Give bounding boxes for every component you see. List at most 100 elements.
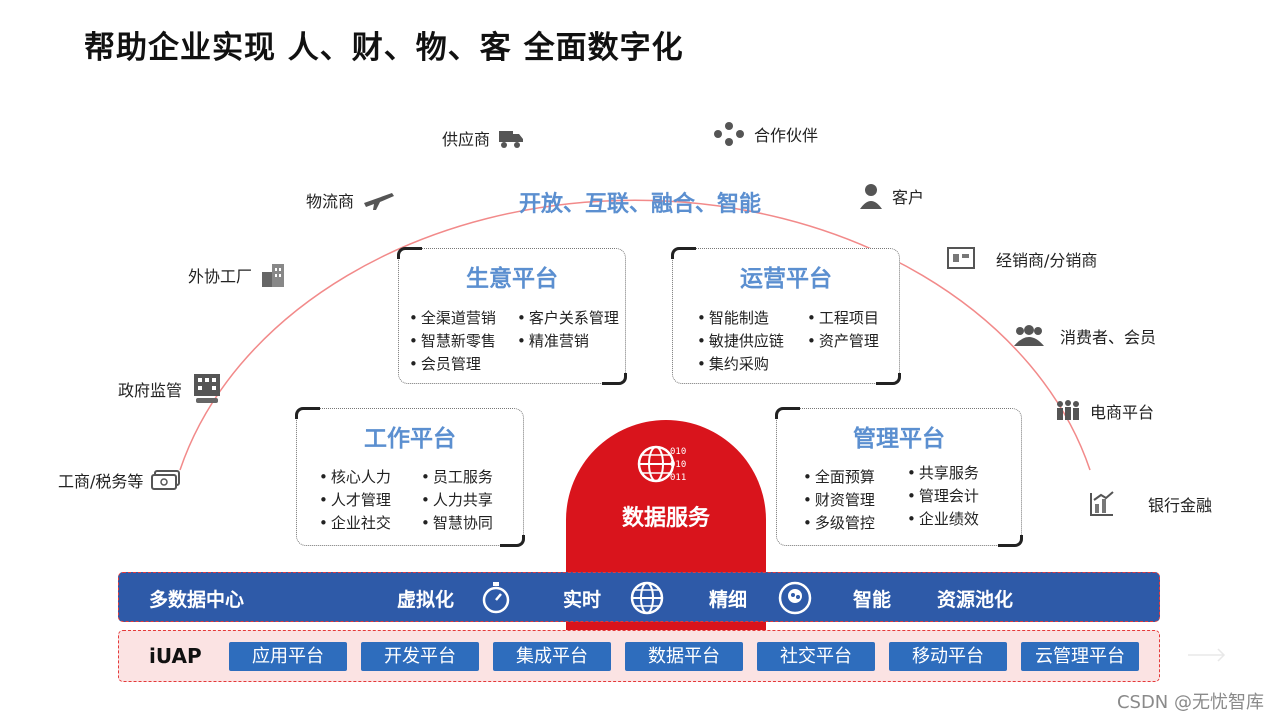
chip-social-platform: 社交平台: [757, 642, 875, 671]
feature-precise: 精细: [709, 589, 748, 611]
chart-icon: [1090, 491, 1114, 516]
list-item: 资产管理: [807, 330, 879, 353]
panel-title: 生意平台: [466, 266, 558, 292]
stakeholder-ecommerce: 电商平台: [1054, 398, 1154, 424]
stakeholder-label: 物流商: [306, 192, 355, 211]
list-item: 全面预算: [803, 466, 875, 489]
list-item: 管理会计: [907, 485, 979, 508]
list-item: 企业社交: [319, 512, 391, 535]
list-item: 人才管理: [319, 489, 391, 512]
stakeholder-dealer: 经销商/分销商: [946, 246, 1097, 272]
factory-icon: [262, 264, 285, 287]
stakeholder-label: 合作伙伴: [754, 126, 819, 145]
stakeholder-customer: 客户: [858, 182, 924, 210]
list-item: 全渠道营销: [409, 307, 496, 330]
stakeholder-logistics: 物流商: [306, 188, 396, 212]
svg-text:010: 010: [670, 460, 686, 470]
panel-list: 工程项目 资产管理: [807, 307, 879, 353]
panel-title: 运营平台: [740, 266, 832, 292]
slogan: 开放、互联、融合、智能: [518, 192, 761, 217]
iuap-label: iUAP: [149, 644, 202, 668]
list-item: 精准营销: [517, 330, 619, 353]
list-item: 智能制造: [697, 307, 784, 330]
stakeholder-label: 政府监管: [118, 381, 183, 400]
data-center-label: 多数据中心: [149, 589, 245, 611]
panel-list: 共享服务 管理会计 企业绩效: [907, 462, 979, 531]
panel-list: 全面预算 财资管理 多级管控: [803, 466, 875, 535]
panel-management: 管理平台 全面预算 财资管理 多级管控 共享服务 管理会计 企业绩效: [775, 407, 1023, 547]
panel-title: 管理平台: [853, 426, 945, 452]
chip-mobile-platform: 移动平台: [889, 642, 1007, 671]
panel-operation: 运营平台 智能制造 敏捷供应链 集约采购 工程项目 资产管理: [671, 247, 901, 385]
stakeholder-government: 政府监管: [118, 372, 224, 406]
list-item: 财资管理: [803, 489, 875, 512]
stakeholder-supplier: 供应商: [442, 126, 524, 150]
feature-realtime: 实时: [563, 589, 602, 611]
chip-cloud-management-platform: 云管理平台: [1021, 642, 1139, 671]
panel-list: 核心人力 人才管理 企业社交: [319, 466, 391, 535]
data-service-label: 数据服务: [621, 506, 710, 531]
plane-icon: [364, 193, 395, 210]
feature-virtualization: 虚拟化: [397, 589, 455, 611]
stopwatch-icon: [482, 582, 510, 614]
list-item: 会员管理: [409, 353, 496, 376]
list-item: 核心人力: [319, 466, 391, 489]
chip-integration-platform: 集成平台: [493, 642, 611, 671]
panel-list: 员工服务 人力共享 智慧协同: [421, 466, 493, 535]
list-item: 企业绩效: [907, 508, 979, 531]
feature-resource-pool: 资源池化: [937, 589, 1014, 611]
list-item: 员工服务: [421, 466, 493, 489]
stakeholder-label: 供应商: [442, 130, 491, 149]
chip-data-platform: 数据平台: [625, 642, 743, 671]
store-icon: [947, 247, 975, 269]
stakeholder-label: 工商/税务等: [58, 472, 144, 491]
stakeholder-label: 外协工厂: [188, 267, 253, 286]
stakeholder-label: 消费者、会员: [1060, 328, 1157, 347]
arrow-right-icon: [1188, 648, 1226, 662]
list-item: 集约采购: [697, 353, 784, 376]
stakeholder-label: 银行金融: [1148, 496, 1213, 515]
list-item: 智慧新零售: [409, 330, 496, 353]
money-icon: [151, 470, 181, 490]
feature-smart: 智能: [853, 589, 892, 611]
data-center-bar: 多数据中心 虚拟化 实时 精细 智能 资源池化: [118, 572, 1160, 622]
stakeholder-label: 经销商/分销商: [996, 251, 1098, 270]
list-item: 共享服务: [907, 462, 979, 485]
people-circle-icon: [714, 122, 744, 146]
building-icon: [194, 374, 221, 403]
panel-list: 客户关系管理 精准营销: [517, 307, 619, 353]
svg-text:011: 011: [670, 473, 686, 483]
brain-icon: [778, 581, 812, 615]
chip-application-platform: 应用平台: [229, 642, 347, 671]
list-item: 智慧协同: [421, 512, 493, 535]
panel-title: 工作平台: [364, 426, 456, 452]
group-icon: [1014, 325, 1044, 346]
list-item: 客户关系管理: [517, 307, 619, 330]
page-title: 帮助企业实现 人、财、物、客 全面数字化: [84, 30, 684, 66]
truck-icon: [499, 131, 524, 148]
stakeholder-label: 客户: [892, 188, 925, 207]
watermark: CSDN @无忧智库: [1116, 692, 1264, 713]
globe-icon: [630, 581, 664, 615]
panel-business: 生意平台 全渠道营销 智慧新零售 会员管理 客户关系管理 精准营销: [397, 247, 627, 385]
svg-text:010: 010: [670, 447, 686, 457]
stakeholder-factory: 外协工厂: [188, 262, 288, 288]
panel-list: 全渠道营销 智慧新零售 会员管理: [409, 307, 496, 376]
chip-development-platform: 开发平台: [361, 642, 479, 671]
list-item: 工程项目: [807, 307, 879, 330]
list-item: 敏捷供应链: [697, 330, 784, 353]
stakeholder-partner: 合作伙伴: [712, 120, 818, 148]
list-item: 多级管控: [803, 512, 875, 535]
person-icon: [860, 184, 882, 209]
stakeholder-consumer: 消费者、会员: [1012, 324, 1156, 348]
globe-data-icon: 010 010 011: [637, 445, 686, 483]
list-item: 人力共享: [421, 489, 493, 512]
panel-list: 智能制造 敏捷供应链 集约采购: [697, 307, 784, 376]
panel-work: 工作平台 核心人力 人才管理 企业社交 员工服务 人力共享 智慧协同: [295, 407, 525, 547]
stakeholder-label: 电商平台: [1090, 403, 1155, 422]
stakeholder-tax: 工商/税务等: [58, 468, 181, 492]
crowd-icon: [1057, 400, 1079, 420]
iuap-bar: iUAP 应用平台 开发平台 集成平台 数据平台 社交平台 移动平台 云管理平台: [118, 630, 1160, 682]
stakeholder-bank: 银行金融: [1088, 490, 1212, 518]
